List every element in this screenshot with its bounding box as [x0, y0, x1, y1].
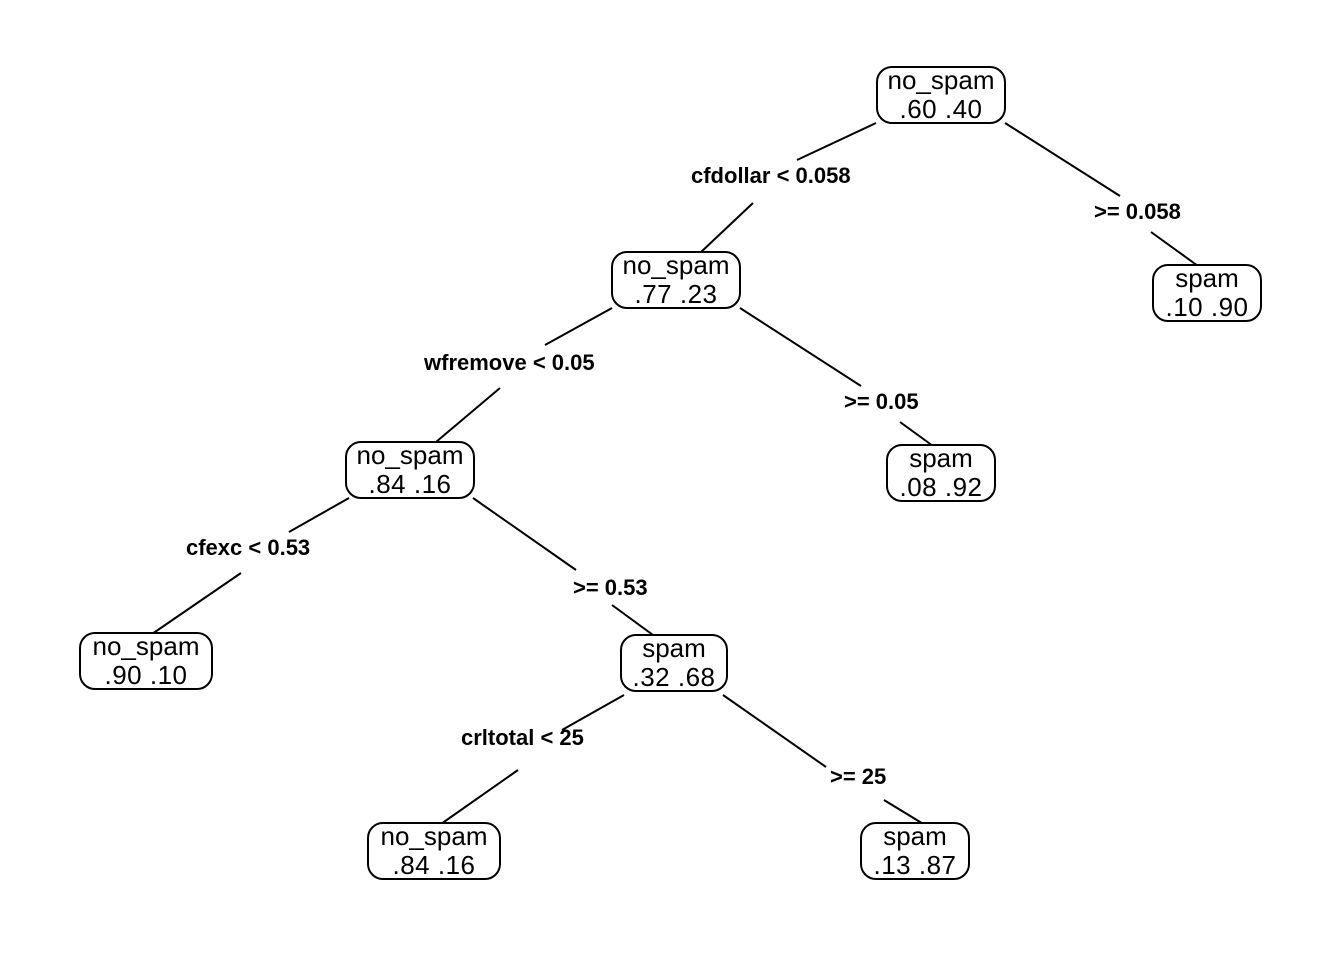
edge-root-to-leaf1-lower [1150, 231, 1199, 267]
edge-label-wfremove-gte: >= 0.05 [844, 389, 919, 414]
tree-leaf-nospam-90-10[interactable]: no_spam .90 .10 [79, 630, 213, 690]
node-probabilities: .13 .87 [873, 850, 957, 880]
node-class-label: spam [642, 632, 706, 663]
edge-label-cfexc-gte: >= 0.53 [573, 575, 648, 600]
tree-node-n2[interactable]: no_spam .77 .23 [611, 249, 741, 309]
node-probabilities: .32 .68 [632, 662, 716, 692]
tree-node-n4[interactable]: spam .32 .68 [620, 632, 728, 692]
tree-leaf-nospam-84-16[interactable]: no_spam .84 .16 [367, 820, 501, 880]
node-probabilities: .77 .23 [634, 279, 718, 309]
edge-root-to-leaf1-upper [1004, 122, 1121, 197]
tree-leaf-spam-08-92[interactable]: spam .08 .92 [886, 442, 996, 502]
edge-n2-to-leaf2-lower [899, 421, 934, 447]
node-probabilities: .90 .10 [104, 660, 188, 690]
edge-root-to-n2-upper [796, 122, 877, 161]
edge-n3-to-leaf3-upper [288, 497, 350, 533]
tree-node-root[interactable]: no_spam .60 .40 [876, 64, 1006, 124]
edge-n3-to-n4-lower [611, 604, 654, 636]
node-probabilities: .84 .16 [392, 850, 476, 880]
edge-n3-to-n4-upper [472, 497, 577, 571]
node-class-label: spam [1175, 262, 1239, 293]
node-probabilities: .08 .92 [899, 472, 983, 502]
tree-leaf-spam-13-87[interactable]: spam .13 .87 [860, 820, 970, 880]
node-class-label: spam [883, 820, 947, 851]
edge-n4-to-leaf5-lower [883, 799, 926, 826]
node-class-label: spam [909, 442, 973, 473]
edge-n2-to-n3-upper [544, 307, 613, 346]
tree-leaf-spam-10-90[interactable]: spam .10 .90 [1152, 262, 1262, 322]
edge-n2-to-n3-lower [435, 387, 501, 443]
edge-n2-to-leaf2-upper [739, 307, 862, 387]
edge-label-wfremove-lt: wfremove < 0.05 [424, 350, 595, 375]
edge-label-crltotal-gte: >= 25 [830, 764, 887, 789]
node-class-label: no_spam [380, 820, 488, 851]
node-class-label: no_spam [356, 439, 464, 470]
edge-n4-to-leaf4-lower [440, 769, 519, 825]
node-class-label: no_spam [887, 64, 995, 95]
edge-label-crltotal-lt: crltotal < 25 [461, 725, 584, 750]
node-probabilities: .10 .90 [1165, 292, 1249, 322]
edge-n3-to-leaf3-lower [151, 572, 242, 635]
node-class-label: no_spam [92, 630, 200, 661]
tree-node-n3[interactable]: no_spam .84 .16 [345, 439, 475, 499]
edge-label-cfexc-lt: cfexc < 0.53 [186, 535, 311, 560]
node-class-label: no_spam [622, 249, 730, 280]
edge-label-cfdollar-lt: cfdollar < 0.058 [691, 163, 851, 188]
node-probabilities: .84 .16 [368, 469, 452, 499]
edge-root-to-n2-lower [699, 202, 754, 254]
edge-label-cfdollar-gte: >= 0.058 [1094, 199, 1181, 224]
node-probabilities: .60 .40 [899, 94, 983, 124]
edge-n4-to-leaf5-upper [722, 694, 827, 768]
edge-n4-to-leaf4-upper [561, 694, 625, 731]
